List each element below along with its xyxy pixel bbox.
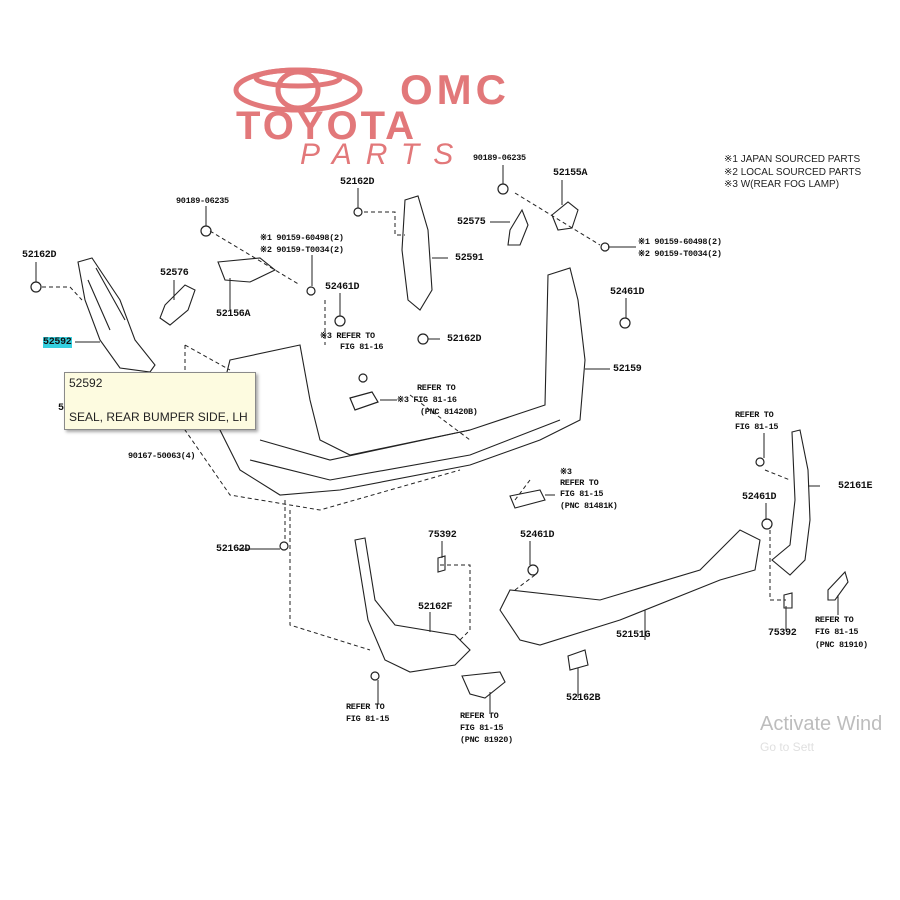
- part-52161e: [771, 429, 811, 576]
- label-refer-d3[interactable]: (PNC 81481K): [560, 501, 618, 511]
- part-52151g: [499, 529, 761, 646]
- label-52461d-c[interactable]: 52461D: [742, 492, 777, 503]
- legend-item-1: ※1 JAPAN SOURCED PARTS: [724, 154, 861, 165]
- label-52162f[interactable]: 52162F: [418, 602, 453, 613]
- label-52591[interactable]: 52591: [455, 253, 484, 264]
- label-refer-b1[interactable]: REFER TO: [417, 383, 456, 393]
- part-52155a: [551, 201, 579, 231]
- label-refer-e2[interactable]: FIG 81-15: [815, 627, 859, 637]
- label-52576[interactable]: 52576: [160, 268, 189, 279]
- part-52162f: [354, 537, 471, 673]
- label-refer-e1[interactable]: REFER TO: [815, 615, 854, 625]
- legend-item-2: ※2 LOCAL SOURCED PARTS: [724, 166, 862, 178]
- label-refer-d2[interactable]: FIG 81-15: [560, 489, 604, 499]
- label-refer-f1[interactable]: REFER TO: [346, 702, 385, 712]
- part-tooltip: 52592 SEAL, REAR BUMPER SIDE, LH: [64, 372, 256, 430]
- label-refer-g2[interactable]: FIG 81-15: [460, 723, 504, 733]
- part-52159-bumper: [214, 267, 586, 496]
- label-refer-a2[interactable]: FIG 81-16: [340, 342, 384, 352]
- label-bolt-right-1[interactable]: ※1 90159-60498(2): [638, 237, 722, 247]
- dashed-lines: [42, 192, 791, 651]
- label-refer-b2[interactable]: ※3 FIG 81-16: [397, 395, 457, 405]
- label-refer-c1[interactable]: REFER TO: [735, 410, 774, 420]
- toyota-logo-emblem: [233, 67, 363, 113]
- label-bolt-right-2[interactable]: ※2 90159-T0034(2): [638, 249, 722, 259]
- label-52162d-d[interactable]: 52162D: [216, 544, 251, 555]
- label-52155a[interactable]: 52155A: [553, 168, 588, 179]
- label-refer-d1[interactable]: REFER TO: [560, 478, 599, 488]
- label-75392-b[interactable]: 75392: [768, 628, 797, 639]
- part-52591: [401, 195, 433, 311]
- label-refer-f2[interactable]: FIG 81-15: [346, 714, 390, 724]
- label-90189-top[interactable]: 90189-06235: [473, 153, 526, 163]
- label-90167[interactable]: 90167-50063(4): [128, 451, 196, 461]
- label-52592-highlighted[interactable]: 52592: [43, 337, 72, 348]
- part-52156a: [217, 257, 277, 283]
- label-refer-d0[interactable]: ※3: [560, 467, 572, 477]
- label-refer-b3[interactable]: (PNC 81420B): [420, 407, 478, 417]
- fog-lamp-cover: [509, 489, 546, 509]
- label-75392-a[interactable]: 75392: [428, 530, 457, 541]
- reflector-rh: [827, 570, 849, 601]
- label-90189-left[interactable]: 90189-06235: [176, 196, 229, 206]
- label-52461d-b[interactable]: 52461D: [610, 287, 645, 298]
- tooltip-part-number: 52592: [69, 376, 103, 390]
- label-refer-a1[interactable]: ※3 REFER TO: [320, 331, 375, 341]
- label-52161e[interactable]: 52161E: [838, 481, 873, 492]
- legend-item-3: ※3 W(REAR FOG LAMP): [724, 179, 840, 190]
- label-52461d-d[interactable]: 52461D: [520, 530, 555, 541]
- activate-windows-subtext: Go to Sett: [760, 740, 815, 754]
- logo-parts: PARTS: [300, 138, 468, 171]
- legend: ※1 JAPAN SOURCED PARTS ※2 LOCAL SOURCED …: [724, 154, 861, 192]
- label-refer-c2[interactable]: FIG 81-15: [735, 422, 779, 432]
- label-refer-g1[interactable]: REFER TO: [460, 711, 499, 721]
- label-bolt-left-2[interactable]: ※2 90159-T0034(2): [260, 245, 344, 255]
- label-52156a[interactable]: 52156A: [216, 309, 251, 320]
- label-52162d-c[interactable]: 52162D: [447, 334, 482, 345]
- label-52162d-b[interactable]: 52162D: [22, 250, 57, 261]
- part-75392-b: [783, 592, 793, 609]
- logo-omc: OMC: [400, 66, 510, 113]
- label-refer-e3[interactable]: (PNC 81910): [815, 640, 868, 650]
- part-52575: [507, 208, 529, 246]
- part-52592-seal: [77, 257, 156, 373]
- reflector-lh: [461, 671, 506, 699]
- leader-lines: [35, 165, 839, 712]
- label-52461d-a[interactable]: 52461D: [325, 282, 360, 293]
- label-refer-g3[interactable]: (PNC 81920): [460, 735, 513, 745]
- part-52576: [159, 284, 196, 326]
- part-75392-a: [437, 555, 446, 573]
- label-partial: 5: [58, 403, 64, 414]
- part-52162b: [567, 649, 589, 671]
- label-52159[interactable]: 52159: [613, 364, 642, 375]
- label-52151g[interactable]: 52151G: [616, 630, 651, 641]
- label-52162d-a[interactable]: 52162D: [340, 177, 375, 188]
- activate-windows-watermark: Activate Wind: [760, 713, 883, 735]
- label-52162b[interactable]: 52162B: [566, 693, 601, 704]
- logo-toyota: TOYOTA: [236, 104, 417, 148]
- tooltip-description: SEAL, REAR BUMPER SIDE, LH: [69, 410, 248, 424]
- label-52575[interactable]: 52575: [457, 217, 486, 228]
- label-bolt-left-1[interactable]: ※1 90159-60498(2): [260, 233, 344, 243]
